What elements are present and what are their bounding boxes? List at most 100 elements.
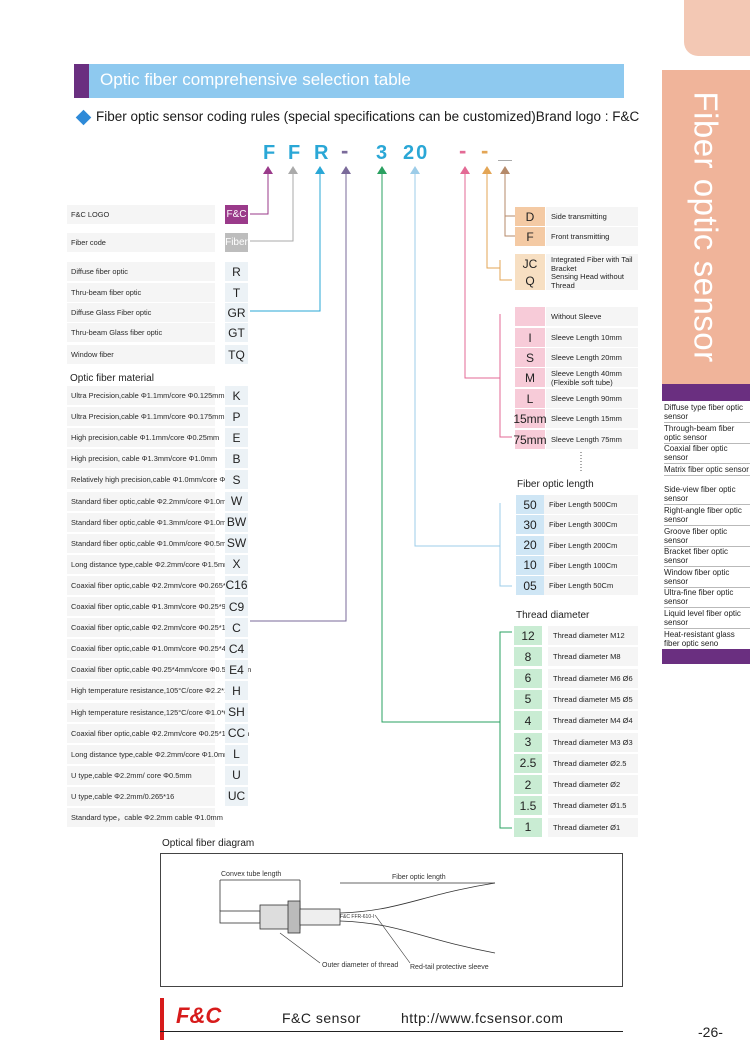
material-label: Coaxial fiber optic,cable Φ2.2mm/core Φ0… bbox=[67, 618, 242, 638]
arrow-type bbox=[315, 166, 325, 174]
type-label: Thru-beam fiber optic bbox=[67, 283, 215, 302]
material-label: High precision,cable Φ1.1mm/core Φ0.25mm bbox=[67, 428, 219, 448]
side-item: Matrix fiber optic sensor bbox=[664, 464, 750, 476]
material-label: Ultra Precision,cable Φ1.1mm/core Φ0.125… bbox=[67, 386, 225, 405]
side-item: Coaxial fiber optic sensor bbox=[664, 444, 750, 465]
material-code: H bbox=[225, 681, 248, 701]
code-dash-3: - bbox=[481, 138, 489, 163]
fiber_length-label: Fiber Length 50Cm bbox=[544, 576, 638, 596]
title-bar bbox=[74, 64, 624, 98]
footer-line bbox=[160, 1031, 623, 1032]
label-outer-diameter: Outer diameter of thread bbox=[322, 962, 399, 969]
thread-label: Thread diameter Ø2.5 bbox=[548, 753, 638, 773]
material-label: Coaxial fiber optic,cable Φ2.2mm/core Φ0… bbox=[67, 723, 249, 743]
side-item: Groove fiber optic sensor bbox=[664, 527, 750, 547]
code-dash-1: - bbox=[341, 138, 349, 163]
fiber_length-code: 50 bbox=[516, 495, 544, 514]
fiber_length-label: Fiber Length 200Cm bbox=[544, 535, 638, 555]
arrow-length bbox=[410, 166, 420, 174]
material-label: Relatively high precision,cable Φ1.0mm/c… bbox=[67, 470, 248, 490]
fiber_length-label: Fiber Length 100Cm bbox=[544, 555, 638, 575]
material-code: S bbox=[225, 470, 248, 490]
thread-label: Thread diameter M4 Ø4 bbox=[548, 711, 638, 731]
material-code: C4 bbox=[225, 639, 248, 659]
transmit-label: Front transmitting bbox=[546, 227, 638, 246]
label-part-number: F&C FFR-610-I bbox=[340, 914, 375, 920]
fiber-diagram bbox=[219, 879, 496, 964]
type-label: Fiber code bbox=[67, 233, 215, 252]
material-code: SH bbox=[225, 702, 248, 722]
footer-brand: F&C sensor bbox=[282, 1010, 361, 1026]
thread-code: 3 bbox=[514, 732, 542, 752]
side-item: Side-view fiber optic sensor bbox=[664, 485, 750, 506]
type-code: GR bbox=[225, 303, 248, 322]
side-tab bbox=[684, 0, 750, 56]
material-title: Optic fiber material bbox=[70, 373, 154, 384]
sleeve-code: 75mm bbox=[513, 430, 547, 449]
code-dash-2: - bbox=[459, 138, 467, 163]
title-accent bbox=[74, 64, 89, 98]
thread-label: Thread diameter Ø2 bbox=[548, 775, 638, 795]
material-label: Ultra Precision,cable Φ1.1mm/core Φ0.175… bbox=[67, 407, 225, 427]
side-item: Bracket fiber optic sensor bbox=[664, 547, 750, 568]
material-label: High precision, cable Φ1.3mm/core Φ1.0mm bbox=[67, 449, 217, 469]
type-code: TQ bbox=[225, 345, 248, 364]
material-code: W bbox=[225, 491, 248, 511]
thread-code: 4 bbox=[514, 711, 542, 731]
side-item: Ultra-fine fiber optic sensor bbox=[664, 588, 750, 609]
material-label: Standard fiber optic,cable Φ2.2mm/core Φ… bbox=[67, 491, 244, 511]
thread-title: Thread diameter bbox=[516, 610, 590, 621]
material-label: U type,cable Φ2.2mm/0.265*16 bbox=[67, 786, 215, 806]
thread-label: Thread diameter M5 Ø5 bbox=[548, 689, 638, 709]
fiber-length-title: Fiber optic length bbox=[517, 479, 594, 490]
label-convex-tube: Convex tube length bbox=[221, 871, 282, 878]
footer-red-bar bbox=[160, 998, 164, 1040]
page-number: -26- bbox=[698, 1024, 723, 1040]
side-header: Fiber optic sensor bbox=[688, 91, 725, 363]
material-code: L bbox=[225, 744, 248, 764]
sleeve-code bbox=[515, 307, 545, 326]
code-char-2: F bbox=[288, 142, 303, 164]
code-char-3: R bbox=[314, 142, 331, 164]
material-code: E4 bbox=[225, 660, 248, 680]
footer-url: http://www.fcsensor.com bbox=[401, 1010, 564, 1026]
thread-code: 2.5 bbox=[514, 753, 542, 773]
diagram-title: Optical fiber diagram bbox=[162, 838, 255, 849]
arrow-sleeve bbox=[460, 166, 470, 174]
diamond-bullet-icon bbox=[75, 109, 92, 126]
material-label: High temperature resistance,125°C/core Φ… bbox=[67, 702, 247, 722]
type-code: Fiber bbox=[225, 233, 248, 252]
material-code: C16 bbox=[225, 575, 248, 595]
sleeve-label: Sleeve Length 75mm bbox=[546, 430, 638, 449]
thread-label: Thread diameter Ø1.5 bbox=[548, 796, 638, 816]
code-underline bbox=[498, 160, 512, 161]
material-code: UC bbox=[225, 786, 248, 806]
side-item: Through-beam fiber optic sensor bbox=[664, 424, 750, 444]
thread-code: 5 bbox=[514, 689, 542, 709]
side-band-top bbox=[662, 384, 750, 401]
material-code: CC bbox=[225, 723, 248, 743]
material-label: Coaxial fiber optic,cable Φ2.2mm/core Φ0… bbox=[67, 575, 246, 595]
label-red-tail: Red-tail protective sleeve bbox=[410, 964, 489, 971]
head-label: Sensing Head without Thread bbox=[546, 271, 638, 290]
footer-logo: F&C bbox=[176, 1003, 222, 1028]
material-code: B bbox=[225, 449, 248, 469]
type-code: T bbox=[225, 283, 248, 302]
transmit-code: D bbox=[515, 207, 545, 226]
material-code: U bbox=[225, 765, 248, 785]
type-label: Diffuse fiber optic bbox=[67, 262, 215, 281]
arrow-transmit bbox=[500, 166, 510, 174]
sleeve-label: Sleeve Length 15mm bbox=[546, 409, 638, 428]
material-code: SW bbox=[225, 533, 248, 553]
sleeve-label: Without Sleeve bbox=[546, 307, 638, 326]
subtitle: Fiber optic sensor coding rules (special… bbox=[96, 109, 640, 124]
material-code: K bbox=[225, 386, 248, 405]
arrow-head bbox=[482, 166, 492, 174]
side-band-bottom bbox=[662, 649, 750, 664]
material-label: Coaxial fiber optic,cable Φ0.25*4mm/core… bbox=[67, 660, 251, 680]
head-code: Q bbox=[515, 271, 545, 290]
sleeve-code: S bbox=[515, 348, 545, 367]
head-code: JC bbox=[515, 254, 545, 273]
material-label: Coaxial fiber optic,cable Φ1.3mm/core Φ0… bbox=[67, 597, 238, 616]
material-code: P bbox=[225, 407, 248, 427]
